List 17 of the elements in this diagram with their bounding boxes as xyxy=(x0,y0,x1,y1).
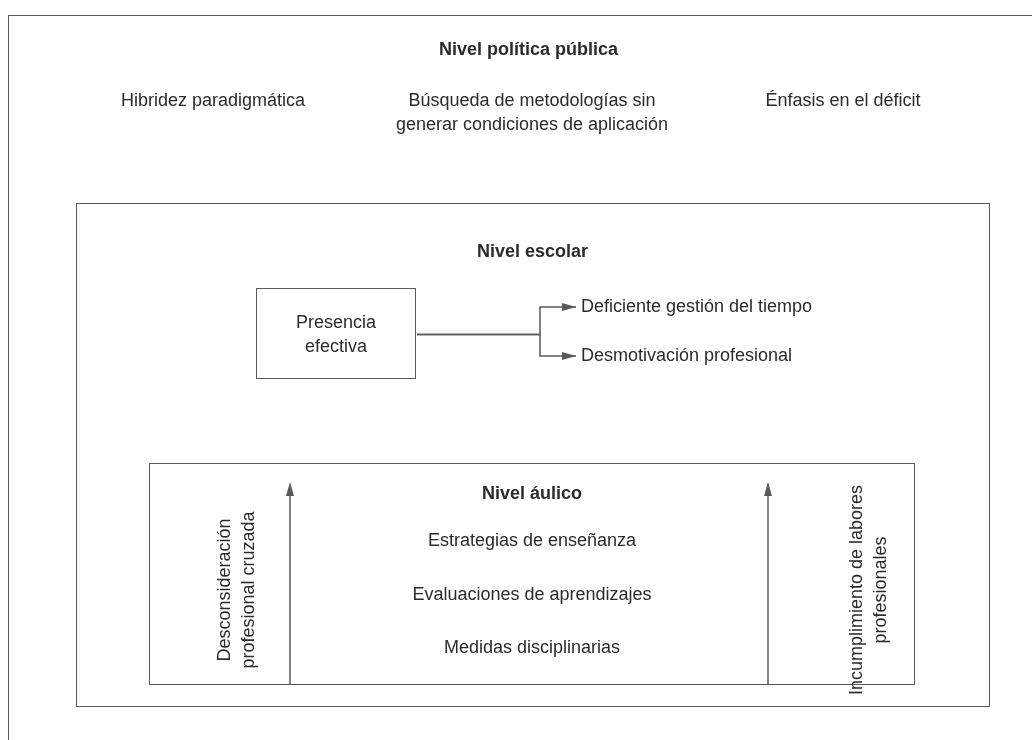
level-item: Medidas disciplinarias xyxy=(442,636,622,659)
level-frame xyxy=(75,202,990,707)
level-heading: Nivel áulico xyxy=(481,483,582,503)
arrow xyxy=(416,333,577,360)
level-item: Desconsideración profesional cruzada xyxy=(213,510,259,671)
outcome-text: Deficiente gestión del tiempo xyxy=(575,291,881,321)
level-heading: Nivel escolar xyxy=(476,240,589,261)
level-item: Incumplimiento de labores profesionales xyxy=(845,483,891,698)
level-item: Evaluaciones de aprendizajes xyxy=(411,583,653,606)
outcome-text: Desmotivación profesional xyxy=(575,340,881,370)
level-item: Estrategias de enseñanza xyxy=(426,529,638,552)
level-item: Hibridez paradigmática xyxy=(119,89,307,112)
process-box: Presencia efectiva xyxy=(256,288,416,379)
level-frame xyxy=(8,15,1032,740)
level-heading: Nivel política pública xyxy=(438,39,618,59)
level-item: Búsqueda de metodologías sin generar condiciones de aplicación xyxy=(394,89,670,136)
level-item: Énfasis en el déficit xyxy=(764,89,922,112)
